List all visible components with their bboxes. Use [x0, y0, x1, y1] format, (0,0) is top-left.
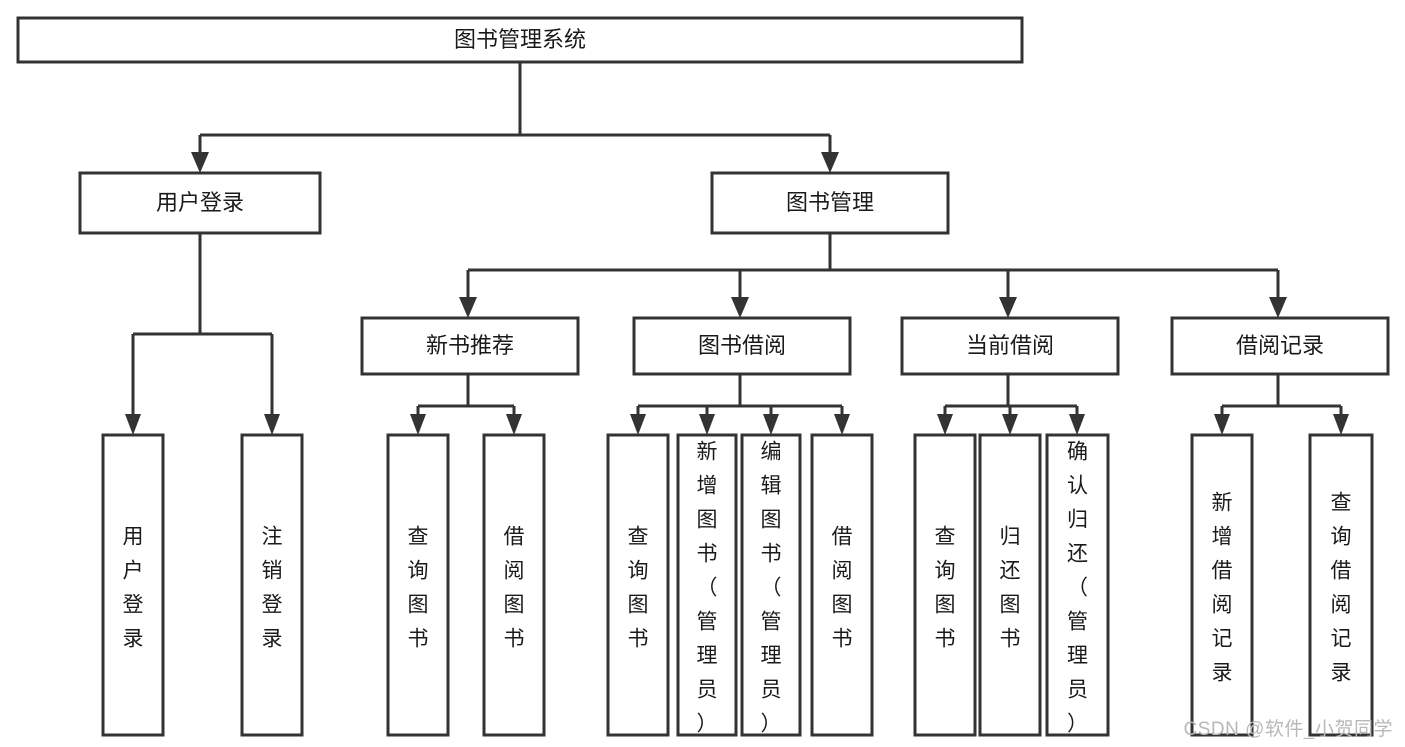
node-borrow-record[interactable]: 借阅记录 — [1170, 316, 1390, 376]
arrow-head-leaf-add-book — [699, 414, 715, 435]
arrow-head-book-borrow — [731, 297, 749, 318]
leaf-user-login[interactable]: 用户登录 — [101, 433, 165, 737]
node-new-book-rec-label: 新书推荐 — [426, 333, 514, 358]
watermark-label: CSDN @软件_小贺同学 — [1183, 719, 1393, 740]
arrow-head-leaf-borrow-book-2 — [834, 414, 850, 435]
connector-group-borrow-record-children — [1214, 374, 1349, 435]
leaf-borrow-book-1[interactable]: 借阅图书 — [482, 433, 546, 737]
arrow-head-new-book-rec — [459, 297, 477, 318]
leaf-query-book-1-box[interactable] — [386, 433, 450, 737]
leaf-add-book[interactable]: 新增图书（管理员） — [676, 433, 738, 737]
leaf-add-record[interactable]: 新增借阅记录 — [1190, 433, 1254, 737]
arrow-head-leaf-user-login — [125, 414, 141, 435]
leaf-user-logout-box[interactable] — [240, 433, 304, 737]
connector-group-book-mgmt-children — [459, 233, 1287, 318]
leaf-confirm-return-label: 确认归还（管理员） — [1067, 441, 1088, 736]
leaf-user-login-box[interactable] — [101, 433, 165, 737]
node-user-login[interactable]: 用户登录 — [78, 171, 322, 235]
leaf-query-book-1[interactable]: 查询图书 — [386, 433, 450, 737]
arrow-head-leaf-confirm-return — [1069, 414, 1085, 435]
node-current-borrow[interactable]: 当前借阅 — [900, 316, 1120, 376]
leaf-edit-book-label: 编辑图书（管理员） — [761, 441, 782, 736]
arrow-head-leaf-query-book-1 — [410, 414, 426, 435]
leaf-add-record-label: 新增借阅记录 — [1212, 492, 1233, 685]
leaf-query-book-3-label: 查询图书 — [935, 526, 956, 651]
leaf-user-logout-label: 注销登录 — [262, 526, 283, 651]
leaf-query-record[interactable]: 查询借阅记录 — [1308, 433, 1374, 737]
leaf-query-book-3[interactable]: 查询图书 — [913, 433, 977, 737]
leaf-query-book-1-label: 查询图书 — [408, 526, 429, 651]
arrow-head-leaf-borrow-book-1 — [506, 414, 522, 435]
connector-group-current-borrow-children — [937, 374, 1085, 435]
node-borrow-record-box[interactable] — [1170, 316, 1390, 376]
leaf-query-book-2-box[interactable] — [606, 433, 670, 737]
leaf-return-book[interactable]: 归还图书 — [978, 433, 1042, 737]
leaf-user-logout[interactable]: 注销登录 — [240, 433, 304, 737]
leaf-add-record-box[interactable] — [1190, 433, 1254, 737]
node-root-box[interactable] — [16, 16, 1024, 64]
connector-group-new-book-rec-children — [410, 374, 522, 435]
arrow-head-leaf-edit-book — [763, 414, 779, 435]
leaf-query-book-2[interactable]: 查询图书 — [606, 433, 670, 737]
arrow-head-book-mgmt — [821, 152, 839, 173]
node-root[interactable]: 图书管理系统 — [16, 16, 1024, 64]
leaf-borrow-book-1-label: 借阅图书 — [504, 526, 525, 651]
leaf-return-book-label: 归还图书 — [1000, 526, 1021, 651]
arrow-head-leaf-query-record — [1333, 414, 1349, 435]
leaf-edit-book-box[interactable] — [740, 433, 802, 737]
node-book-mgmt-label: 图书管理 — [786, 190, 874, 215]
node-book-mgmt[interactable]: 图书管理 — [710, 171, 950, 235]
arrow-head-user-login — [191, 152, 209, 173]
node-book-borrow-box[interactable] — [632, 316, 852, 376]
node-book-borrow[interactable]: 图书借阅 — [632, 316, 852, 376]
connector-group-root-to-level2 — [191, 62, 839, 173]
leaf-confirm-return[interactable]: 确认归还（管理员） — [1045, 433, 1110, 737]
leaf-query-book-3-box[interactable] — [913, 433, 977, 737]
leaf-edit-book[interactable]: 编辑图书（管理员） — [740, 433, 802, 737]
node-book-mgmt-box[interactable] — [710, 171, 950, 235]
node-book-borrow-label: 图书借阅 — [698, 333, 786, 358]
leaf-user-login-label: 用户登录 — [123, 526, 144, 651]
node-new-book-rec[interactable]: 新书推荐 — [360, 316, 580, 376]
node-borrow-record-label: 借阅记录 — [1236, 333, 1324, 358]
arrow-head-leaf-query-book-2 — [630, 414, 646, 435]
arrow-head-leaf-return-book — [1002, 414, 1018, 435]
connector-group-user-login-children — [125, 233, 280, 435]
leaf-node-layer: 用户登录 注销登录 查询图书 借阅图书 查询图书 新增图书（管理员） 编辑图书（管理员） 借阅… — [101, 433, 1374, 737]
node-new-book-rec-box[interactable] — [360, 316, 580, 376]
leaf-return-book-box[interactable] — [978, 433, 1042, 737]
leaf-query-record-box[interactable] — [1308, 433, 1374, 737]
leaf-borrow-book-2-box[interactable] — [810, 433, 874, 737]
node-current-borrow-label: 当前借阅 — [966, 333, 1054, 358]
node-root-label: 图书管理系统 — [454, 27, 586, 52]
arrow-head-borrow-record — [1269, 297, 1287, 318]
node-user-login-label: 用户登录 — [156, 190, 244, 215]
leaf-borrow-book-2[interactable]: 借阅图书 — [810, 433, 874, 737]
node-current-borrow-box[interactable] — [900, 316, 1120, 376]
leaf-borrow-book-2-label: 借阅图书 — [832, 526, 853, 651]
arrow-head-current-borrow — [999, 297, 1017, 318]
leaf-confirm-return-box[interactable] — [1045, 433, 1110, 737]
arrow-head-leaf-add-record — [1214, 414, 1230, 435]
arrow-head-leaf-user-logout — [264, 414, 280, 435]
connector-group-book-borrow-children — [630, 374, 850, 435]
leaf-add-book-box[interactable] — [676, 433, 738, 737]
arrow-head-leaf-query-book-3 — [937, 414, 953, 435]
leaf-borrow-book-1-box[interactable] — [482, 433, 546, 737]
node-user-login-box[interactable] — [78, 171, 322, 235]
leaf-add-book-label: 新增图书（管理员） — [697, 441, 718, 736]
leaf-query-book-2-label: 查询图书 — [628, 526, 649, 651]
leaf-query-record-label: 查询借阅记录 — [1331, 492, 1352, 685]
